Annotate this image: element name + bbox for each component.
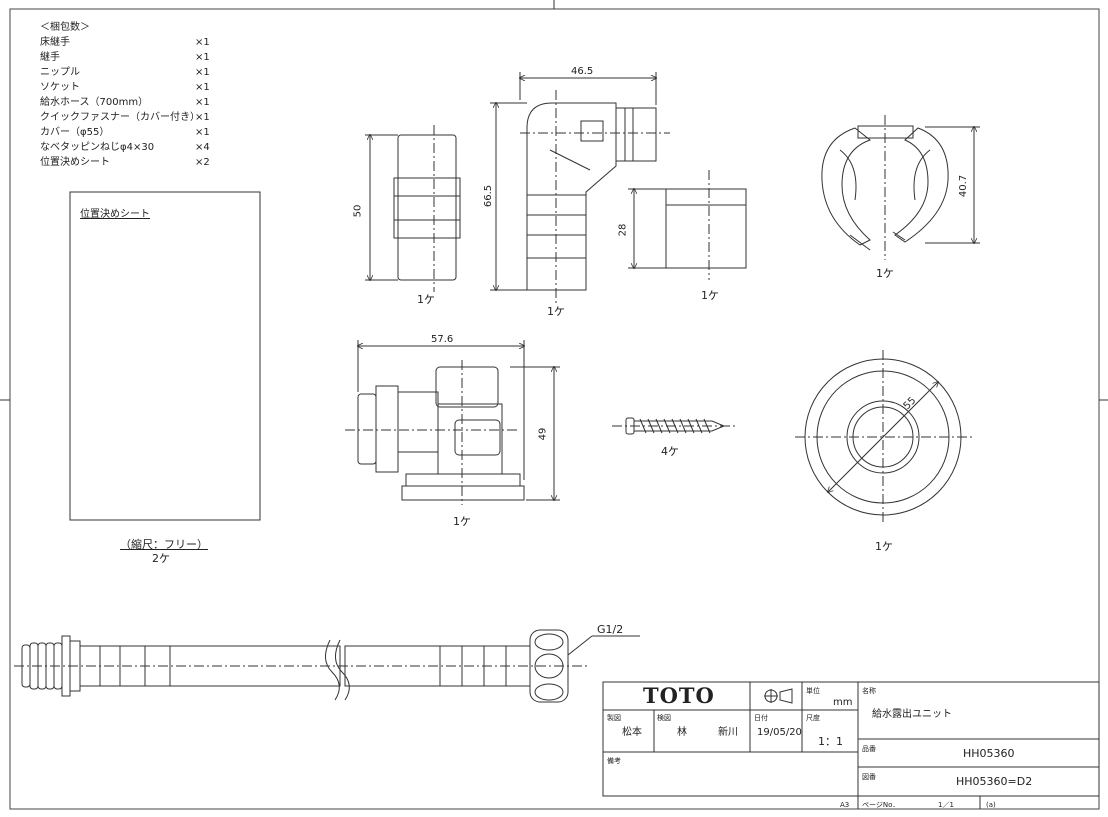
dim-floor-joint-width: 57.6 (431, 334, 454, 345)
parts-list-qty: ×1 (195, 52, 210, 63)
dim-fastener-height: 40.7 (958, 174, 970, 198)
nipple-drawing (365, 125, 461, 292)
parts-list-item: ニップル (40, 67, 80, 78)
unit-value: mm (833, 697, 853, 708)
parts-list-item: 給水ホース（700mm） (40, 97, 149, 108)
parts-list-item: 継手 (40, 52, 60, 63)
dim-thread: G1/2 (597, 623, 624, 636)
designer: 松本 (622, 727, 642, 738)
checker-2: 新川 (718, 727, 738, 738)
dim-nipple-height: 50 (352, 204, 364, 218)
positioning-sheet-outline (69, 191, 261, 521)
dim-elbow-width: 46.5 (571, 66, 594, 77)
scale-value: 1：1 (818, 735, 843, 748)
remarks-label: 備考 (607, 757, 621, 765)
cover-drawing (795, 350, 972, 525)
screw-drawing (612, 417, 738, 435)
qty-socket: 1ケ (701, 289, 719, 302)
dim-floor-joint-height: 49 (537, 427, 549, 441)
drawing-no-label: 図番 (862, 773, 876, 781)
drawing-no-value: HH05360=D2 (956, 775, 1033, 788)
qty-floor-joint: 1ケ (453, 515, 471, 528)
quick-fastener-drawing (821, 115, 980, 260)
paper-size: A3 (840, 801, 850, 809)
parts-list-item: ソケット (40, 82, 80, 93)
design-label: 製図 (607, 714, 621, 722)
parts-list-header: ＜梱包数＞ (40, 22, 90, 33)
elbow-drawing (490, 72, 670, 305)
parts-list-qty: ×1 (195, 82, 210, 93)
parts-list-item: クイックファスナー（カバー付き） (40, 112, 200, 123)
dim-socket-height: 28 (617, 223, 629, 237)
parts-list-item: 床継手 (40, 37, 70, 48)
parts-list-qty: ×1 (195, 37, 210, 48)
floor-joint-drawing (345, 340, 560, 505)
date-value: 19/05/20 (757, 727, 802, 738)
qty-screw: 4ケ (661, 445, 679, 458)
parts-list-qty: ×1 (195, 127, 210, 138)
part-no-value: HH05360 (963, 747, 1015, 760)
qty-elbow: 1ケ (547, 305, 565, 318)
sheet-title: 位置決めシート (80, 209, 150, 220)
socket-drawing (628, 170, 747, 280)
parts-list-qty: ×2 (195, 157, 210, 168)
parts-list-item: 位置決めシート (40, 157, 110, 168)
checker-1: 林 (677, 727, 687, 738)
check-label: 検図 (657, 714, 671, 722)
unit-label: 単位 (806, 687, 820, 695)
parts-list-qty: ×1 (195, 112, 210, 123)
page-value: 1／1 (938, 801, 954, 809)
name-label: 名称 (862, 687, 876, 695)
parts-list-qty: ×1 (195, 97, 210, 108)
hose-drawing (14, 629, 640, 703)
sheet-qty: 2ケ (152, 552, 170, 565)
page-label: ページNo． (862, 801, 900, 809)
date-label: 日付 (754, 714, 768, 722)
parts-list-qty: ×4 (195, 142, 210, 153)
qty-cover: 1ケ (875, 540, 893, 553)
title-block-lines (602, 681, 1100, 809)
sheet-scale-note: （縮尺：フリー） (120, 538, 208, 551)
dim-elbow-height: 66.5 (483, 184, 495, 208)
parts-list-item: なべタッピンねじφ4×30 (40, 142, 155, 153)
scale-label: 尺度 (806, 714, 820, 722)
product-name: 給水露出ユニット (872, 709, 952, 720)
toto-logo: TOTO (643, 683, 715, 708)
qty-fastener: 1ケ (876, 267, 894, 280)
edition: (a) (986, 801, 996, 809)
qty-nipple: 1ケ (417, 293, 435, 306)
parts-list-qty: ×1 (195, 67, 210, 78)
part-no-label: 品番 (862, 745, 876, 753)
parts-list-item: カバー（φ55） (40, 127, 110, 138)
